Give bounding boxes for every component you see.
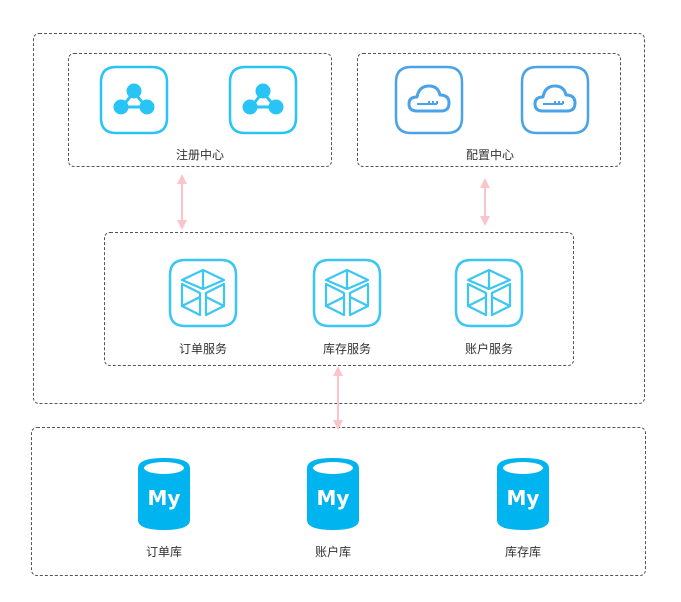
service-order-label: 订单服务 [178, 342, 227, 356]
mysql-badge: My [507, 486, 540, 510]
mysql-database-icon[interactable]: My [493, 456, 553, 532]
cube-icon [312, 258, 382, 328]
mysql-badge: My [317, 486, 350, 510]
service-node-inventory[interactable] [311, 257, 383, 329]
network-nodes-icon [99, 65, 169, 135]
database-inventory-label: 库存库 [504, 545, 541, 559]
service-node-order[interactable] [167, 257, 239, 329]
config-center-label: 配置中心 [465, 148, 514, 162]
service-node-account[interactable] [453, 257, 525, 329]
config-center-group [357, 53, 621, 167]
service-account-label: 账户服务 [464, 342, 513, 356]
registry-node-2[interactable] [227, 64, 299, 136]
cloud-key-icon [520, 65, 590, 135]
services-group [104, 232, 574, 366]
database-account-label: 账户库 [314, 545, 351, 559]
registry-center-label: 注册中心 [175, 148, 224, 162]
config-node-1[interactable] [393, 64, 465, 136]
mysql-database-icon[interactable]: My [134, 456, 194, 532]
cube-icon [454, 258, 524, 328]
mysql-database-icon[interactable]: My [303, 456, 363, 532]
services-databases-arrow [333, 366, 343, 430]
registry-services-arrow [177, 174, 187, 230]
cube-icon [168, 258, 238, 328]
cloud-key-icon [394, 65, 464, 135]
network-nodes-icon [228, 65, 298, 135]
config-services-arrow [480, 178, 490, 226]
database-order-label: 订单库 [145, 545, 182, 559]
registry-node-1[interactable] [98, 64, 170, 136]
service-inventory-label: 库存服务 [322, 342, 371, 356]
config-node-2[interactable] [519, 64, 591, 136]
mysql-badge: My [148, 486, 181, 510]
registry-center-group [68, 53, 332, 167]
